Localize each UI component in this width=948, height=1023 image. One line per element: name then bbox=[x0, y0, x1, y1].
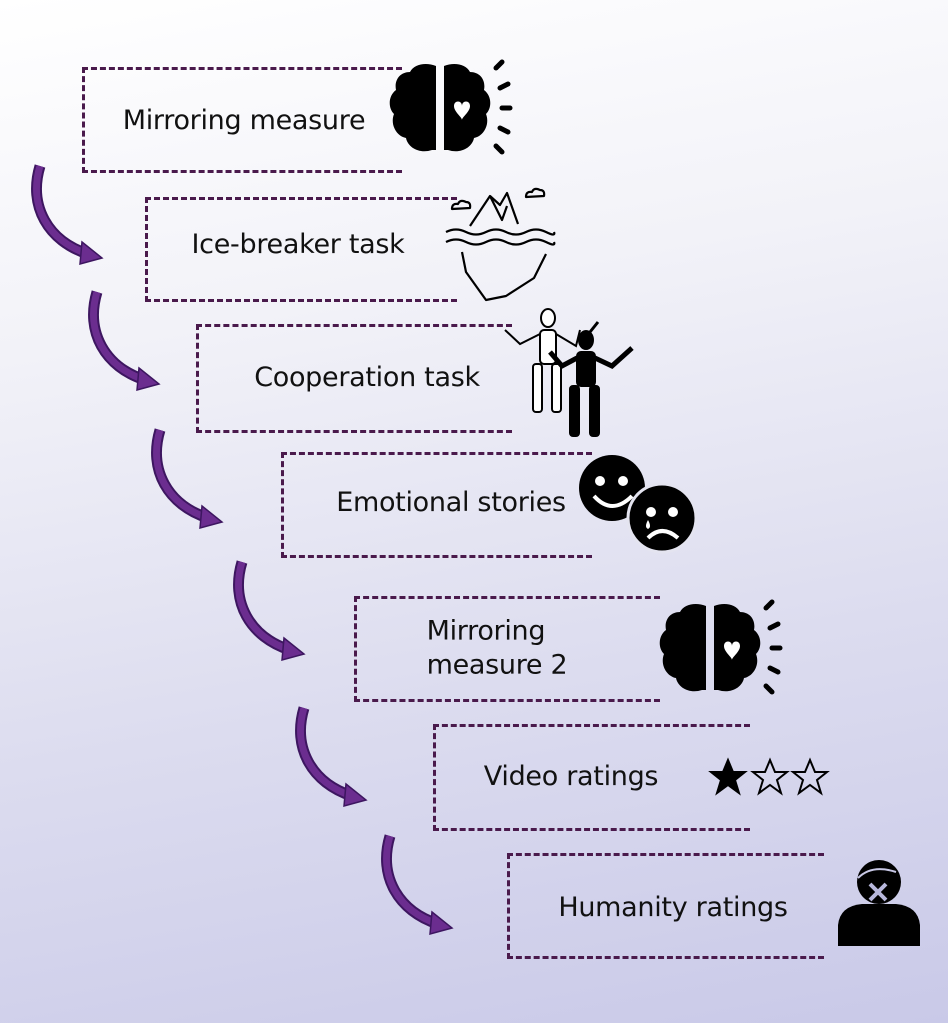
flow-arrow-6 bbox=[387, 836, 452, 934]
flow-arrow-5 bbox=[301, 708, 366, 806]
step-label-5-line1: Mirroring bbox=[426, 615, 546, 647]
flow-arrow-4 bbox=[239, 562, 304, 660]
iceberg-icon bbox=[445, 187, 556, 302]
flow-arrow-2 bbox=[94, 292, 159, 390]
step-label-5-line2: measure 2 bbox=[426, 649, 568, 680]
flow-arrow-1 bbox=[37, 166, 102, 264]
step-box-3 bbox=[196, 324, 512, 433]
happy-sad-faces-icon bbox=[579, 455, 698, 554]
brain-heart-icon bbox=[660, 602, 780, 692]
step-label-6: Video ratings bbox=[483, 761, 659, 793]
step-label-3: Cooperation task bbox=[254, 362, 480, 394]
step-box-7 bbox=[507, 853, 824, 959]
step-label-5: Mirroring measure 2 bbox=[427, 614, 568, 682]
mannequins-icon bbox=[504, 308, 634, 437]
step-box-6 bbox=[433, 724, 750, 831]
step-box-5 bbox=[354, 596, 660, 702]
step-box-2 bbox=[145, 197, 457, 302]
step-box-4 bbox=[281, 452, 592, 558]
step-box-1 bbox=[82, 67, 402, 173]
star-empty-icon bbox=[790, 757, 830, 796]
flow-arrow-3 bbox=[157, 430, 222, 528]
step-label-7: Humanity ratings bbox=[558, 892, 788, 924]
star-empty-icon bbox=[750, 757, 790, 796]
masked-person-icon bbox=[838, 860, 920, 946]
step-label-4: Emotional stories bbox=[336, 487, 566, 519]
brain-heart-icon bbox=[390, 62, 510, 152]
star-rating-icon bbox=[708, 757, 830, 796]
step-label-2: Ice-breaker task bbox=[191, 229, 405, 261]
step-label-1: Mirroring measure bbox=[122, 105, 366, 137]
star-filled-icon bbox=[708, 757, 748, 796]
